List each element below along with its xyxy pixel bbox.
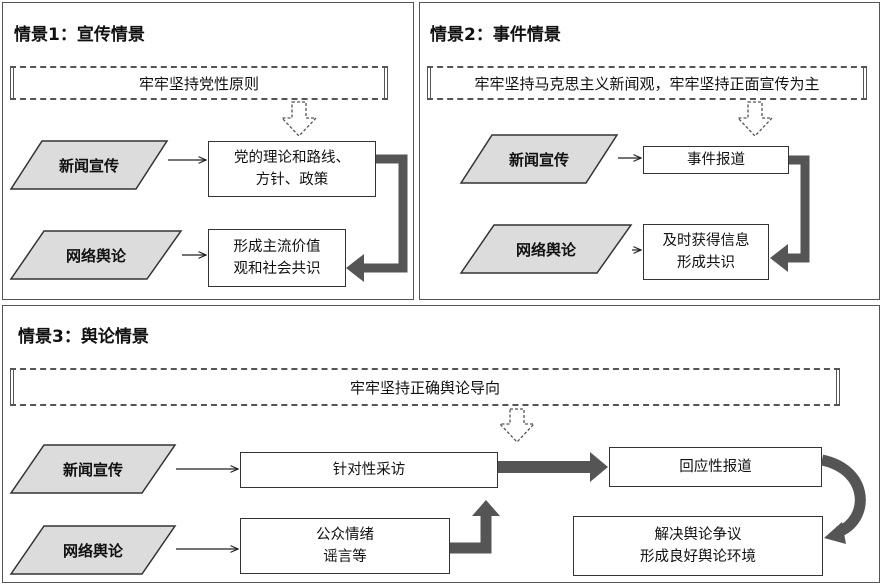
scenario2-consensus-line1: 及时获得信息 <box>662 233 750 249</box>
scenario3-opinion-parallelogram: 网络舆论 <box>9 525 177 575</box>
scenario3-news-parallelogram: 新闻宣传 <box>9 444 177 494</box>
scenario3-emotion-line1: 公众情绪 <box>316 527 374 543</box>
scenario1-principle-text: 牢牢坚持党性原则 <box>138 74 259 93</box>
scenario2-principle-text: 牢牢坚持马克思主义新闻观，牢牢坚持正面宣传为主 <box>474 74 820 93</box>
scenario2-opinion-parallelogram: 网络舆论 <box>459 224 633 274</box>
scenario2-title: 情景2：事件情景 <box>430 25 561 45</box>
scenario3-principle-text: 牢牢坚持正确舆论导向 <box>349 378 500 397</box>
scenario1-consensus-box: 形成主流价值观和社会共识 <box>208 229 346 287</box>
scenario3-report-box: 回应性报道 <box>609 447 822 487</box>
scenario1-opinion-label: 网络舆论 <box>65 246 126 265</box>
scenario2-news-parallelogram: 新闻宣传 <box>459 134 619 184</box>
scenario2-news-label: 新闻宣传 <box>508 150 569 169</box>
scenario3-emotion-box: 公众情绪谣言等 <box>240 518 450 574</box>
scenario3-title: 情景3：舆论情景 <box>18 327 149 347</box>
scenario2-event-label: 事件报道 <box>687 152 745 168</box>
scenario1-policy-line1: 党的理论和路线、 <box>234 150 350 166</box>
scenario2-principle: 牢牢坚持马克思主义新闻观，牢牢坚持正面宣传为主 <box>427 66 867 100</box>
banner-right-edge <box>836 368 840 406</box>
banner-left-edge <box>427 66 431 100</box>
scenario1-consensus-line2: 观和社会共识 <box>233 261 321 277</box>
scenario2-consensus-line2: 形成共识 <box>677 255 735 271</box>
banner-right-edge <box>863 66 867 100</box>
scenario1-consensus-line1: 形成主流价值 <box>233 239 321 255</box>
parallelogram-shape <box>9 525 177 575</box>
scenario3-interview-label: 针对性采访 <box>332 462 406 478</box>
parallelogram-shape <box>9 230 183 280</box>
scenario3-news-label: 新闻宣传 <box>62 460 123 479</box>
parallelogram-shape <box>9 140 169 190</box>
scenario1-principle: 牢牢坚持党性原则 <box>10 66 388 100</box>
scenario3-resolve-line2: 形成良好舆论环境 <box>640 549 756 565</box>
banner-left-edge <box>10 368 14 406</box>
scenario1-policy-line2: 方针、政策 <box>255 172 329 188</box>
scenario3-resolve-box: 解决舆论争议形成良好舆论环境 <box>573 516 823 576</box>
scenario2-consensus-box: 及时获得信息形成共识 <box>643 224 769 280</box>
banner-left-edge <box>10 66 14 100</box>
scenario1-title: 情景1：宣传情景 <box>14 25 145 45</box>
parallelogram-shape <box>459 224 633 274</box>
parallelogram-shape <box>459 134 619 184</box>
scenario1-policy-box: 党的理论和路线、方针、政策 <box>208 141 376 197</box>
scenario2-event-box: 事件报道 <box>643 146 789 174</box>
scenario3-report-label: 回应性报道 <box>679 459 752 475</box>
scenario3-principle: 牢牢坚持正确舆论导向 <box>10 368 840 406</box>
scenario3-resolve-line1: 解决舆论争议 <box>654 527 742 543</box>
scenario3-emotion-line2: 谣言等 <box>323 549 367 565</box>
scenario3-interview-box: 针对性采访 <box>240 452 498 488</box>
scenario1-news-label: 新闻宣传 <box>58 156 119 175</box>
parallelogram-shape <box>9 444 177 494</box>
scenario2-opinion-label: 网络舆论 <box>515 240 576 259</box>
banner-right-edge <box>384 66 388 100</box>
scenario3-opinion-label: 网络舆论 <box>62 541 123 560</box>
scenario1-opinion-parallelogram: 网络舆论 <box>9 230 183 280</box>
scenario1-news-parallelogram: 新闻宣传 <box>9 140 169 190</box>
